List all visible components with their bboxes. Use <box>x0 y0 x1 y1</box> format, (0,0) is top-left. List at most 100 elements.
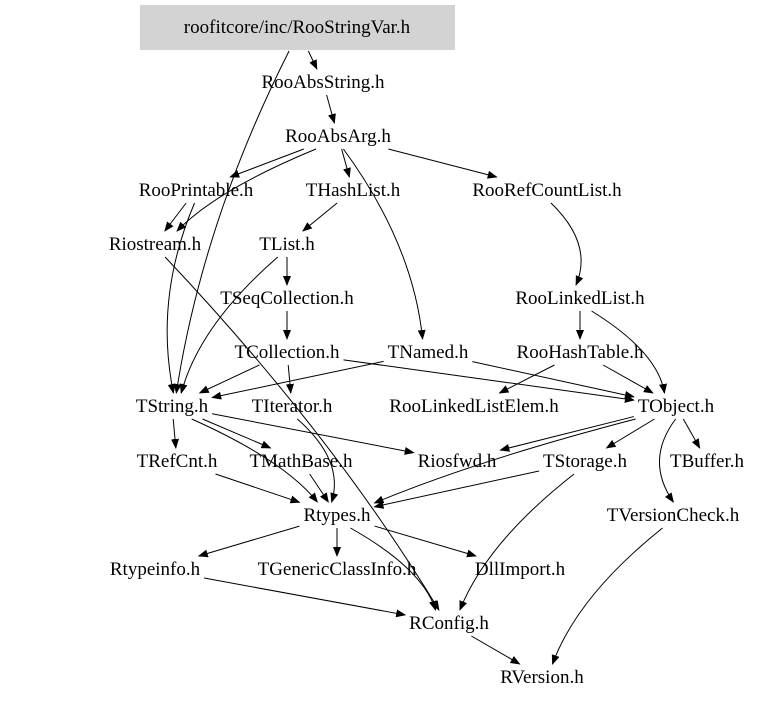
node-label: RooAbsString.h <box>262 72 385 93</box>
node-label: RooLinkedListElem.h <box>389 396 559 417</box>
node-rversion[interactable]: RVersion.h <box>500 667 584 688</box>
edge-tstring-to-rtypes <box>191 418 318 503</box>
edge-tobject-to-riosfwd <box>499 416 635 452</box>
edge-tnamed-to-tobject <box>472 361 635 399</box>
edge-roo-abs-arg-to-thash-list <box>341 148 351 178</box>
edge-tstring-to-tmath-base <box>202 418 272 449</box>
node-label: TGenericClassInfo.h <box>258 559 417 580</box>
node-label: TNamed.h <box>388 342 469 363</box>
node-tversion-check[interactable]: TVersionCheck.h <box>607 505 740 526</box>
edge-tobject-to-tbuffer <box>682 418 701 449</box>
node-roo-abs-string[interactable]: RooAbsString.h <box>262 72 385 93</box>
node-roo-string-var[interactable]: roofitcore/inc/RooStringVar.h <box>140 5 455 50</box>
edge-roo-abs-arg-to-tnamed <box>343 148 426 340</box>
node-roo-hash-table[interactable]: RooHashTable.h <box>517 342 644 363</box>
node-label: RooHashTable.h <box>517 342 644 363</box>
node-tgeneric-class-info[interactable]: TGenericClassInfo.h <box>258 559 417 580</box>
edge-tcollection-to-tstring <box>198 364 260 394</box>
node-label: TObject.h <box>638 396 715 417</box>
edge-roo-linked-list-to-tobject <box>591 310 667 394</box>
node-tmath-base[interactable]: TMathBase.h <box>250 451 353 472</box>
node-rtypeinfo[interactable]: Rtypeinfo.h <box>110 559 201 580</box>
edge-rtypeinfo-to-rconfig <box>204 577 407 618</box>
node-tseq-collection[interactable]: TSeqCollection.h <box>220 288 354 309</box>
node-roo-linked-list-elem[interactable]: RooLinkedListElem.h <box>389 396 559 417</box>
edge-rtypes-to-dll-import <box>374 525 477 558</box>
node-titerator[interactable]: TIterator.h <box>252 396 333 417</box>
node-label: TStorage.h <box>543 451 627 472</box>
node-roo-linked-list[interactable]: RooLinkedList.h <box>515 288 645 309</box>
node-tstorage[interactable]: TStorage.h <box>543 451 627 472</box>
node-label: Rtypes.h <box>303 505 371 526</box>
node-thash-list[interactable]: THashList.h <box>306 180 401 201</box>
edge-roo-abs-arg-to-roo-ref-count-list <box>388 148 498 179</box>
node-roo-abs-arg[interactable]: RooAbsArg.h <box>285 126 391 147</box>
node-label: TRefCnt.h <box>137 451 218 472</box>
node-riosfwd[interactable]: Riosfwd.h <box>418 451 497 472</box>
node-label: RVersion.h <box>500 667 584 688</box>
node-riostream[interactable]: Riostream.h <box>109 234 202 255</box>
node-roo-ref-count-list[interactable]: RooRefCountList.h <box>472 180 622 201</box>
node-label: TCollection.h <box>234 342 340 363</box>
edge-riostream-to-rconfig <box>164 256 440 611</box>
edge-roo-abs-arg-to-roo-printable <box>229 148 304 178</box>
edge-tcollection-to-tobject <box>343 359 635 403</box>
edge-rtypes-to-rconfig <box>350 527 437 611</box>
edge-tobject-to-tstorage <box>605 418 655 449</box>
node-tcollection[interactable]: TCollection.h <box>234 342 340 363</box>
node-label: Rtypeinfo.h <box>110 559 201 580</box>
node-rtypes[interactable]: Rtypes.h <box>303 505 371 526</box>
edge-roo-abs-string-to-roo-abs-arg <box>326 94 336 124</box>
node-label: TVersionCheck.h <box>607 505 740 526</box>
node-label: THashList.h <box>306 180 401 201</box>
node-label: TBuffer.h <box>670 451 745 472</box>
node-tnamed[interactable]: TNamed.h <box>388 342 469 363</box>
edge-tstorage-to-rtypes <box>373 470 540 509</box>
node-tlist[interactable]: TList.h <box>259 234 315 255</box>
node-rconfig[interactable]: RConfig.h <box>409 613 489 634</box>
node-label: RooAbsArg.h <box>285 126 391 147</box>
node-tref-cnt[interactable]: TRefCnt.h <box>137 451 218 472</box>
node-label: TIterator.h <box>252 396 333 417</box>
node-dll-import[interactable]: DllImport.h <box>475 559 566 580</box>
node-label: roofitcore/inc/RooStringVar.h <box>184 17 411 38</box>
edge-roo-printable-to-riostream <box>164 202 187 232</box>
edge-roo-hash-table-to-roo-linked-list-elem <box>498 364 555 394</box>
node-tstring[interactable]: TString.h <box>136 396 209 417</box>
edges-layer <box>164 50 701 665</box>
node-label: Riostream.h <box>109 234 202 255</box>
edge-tstorage-to-rconfig <box>459 473 575 611</box>
edge-thash-list-to-tlist <box>302 202 338 232</box>
node-label: TList.h <box>259 234 315 255</box>
edge-roo-string-var-to-roo-abs-string <box>307 50 318 70</box>
nodes-layer: roofitcore/inc/RooStringVar.hRooAbsStrin… <box>109 5 745 688</box>
node-label: TMathBase.h <box>250 451 353 472</box>
node-tbuffer[interactable]: TBuffer.h <box>670 451 745 472</box>
edge-tcollection-to-titerator <box>285 364 294 394</box>
node-label: RooRefCountList.h <box>472 180 622 201</box>
edge-tobject-to-tversion-check <box>659 418 677 503</box>
edge-rconfig-to-rversion <box>471 635 521 665</box>
edge-tref-cnt-to-rtypes <box>215 473 301 504</box>
root-node-box <box>140 5 455 50</box>
node-label: RooLinkedList.h <box>515 288 645 309</box>
edge-roo-ref-count-list-to-roo-linked-list <box>550 202 584 286</box>
edge-roo-hash-table-to-tobject <box>602 364 654 394</box>
node-tobject[interactable]: TObject.h <box>638 396 715 417</box>
edge-roo-printable-to-tstring <box>166 202 196 394</box>
node-label: RooPrintable.h <box>139 180 254 201</box>
node-label: RConfig.h <box>409 613 489 634</box>
edge-tnamed-to-tstring <box>211 360 384 400</box>
edge-roo-string-var-to-tstring <box>173 50 290 394</box>
node-label: Riosfwd.h <box>418 451 497 472</box>
edge-rtypes-to-rtypeinfo <box>197 525 300 558</box>
edge-tversion-check-to-rversion <box>551 527 663 665</box>
edge-titerator-to-rtypes <box>297 418 339 503</box>
node-roo-printable[interactable]: RooPrintable.h <box>139 180 254 201</box>
edge-tmath-base-to-rtypes <box>309 473 329 503</box>
edge-tstring-to-tref-cnt <box>171 418 179 449</box>
node-label: DllImport.h <box>475 559 566 580</box>
node-label: TString.h <box>136 396 209 417</box>
